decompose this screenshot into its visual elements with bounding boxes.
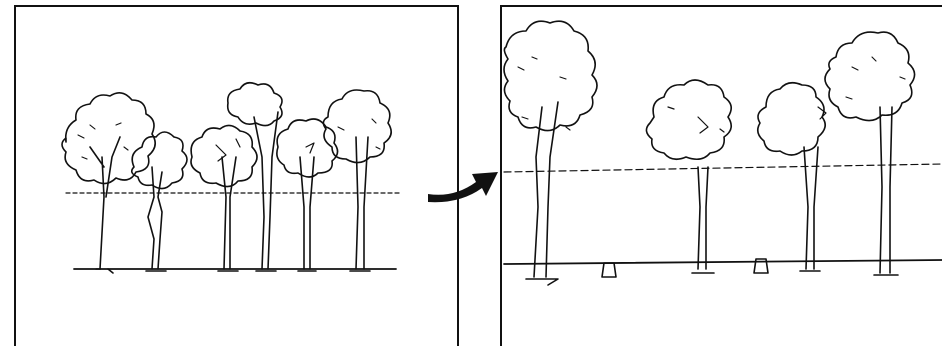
tree-b	[646, 80, 731, 273]
transition-arrow	[424, 160, 504, 210]
curved-right-arrow-icon	[424, 160, 504, 210]
dense-forest-illustration	[16, 7, 457, 348]
crown-base-dashed-line	[504, 164, 942, 172]
tree-3	[191, 125, 257, 271]
panel-before-thinning	[14, 5, 459, 346]
tree-d	[825, 32, 915, 275]
ground-line	[504, 260, 942, 264]
tree-a	[504, 21, 597, 285]
panel-after-thinning	[500, 5, 942, 346]
tree-c	[758, 83, 826, 271]
stump-1	[602, 263, 616, 277]
tree-4	[228, 83, 282, 271]
thinned-forest-illustration	[502, 7, 942, 348]
tree-5	[277, 119, 338, 271]
tree-6	[323, 90, 391, 271]
tree-2	[132, 132, 187, 271]
